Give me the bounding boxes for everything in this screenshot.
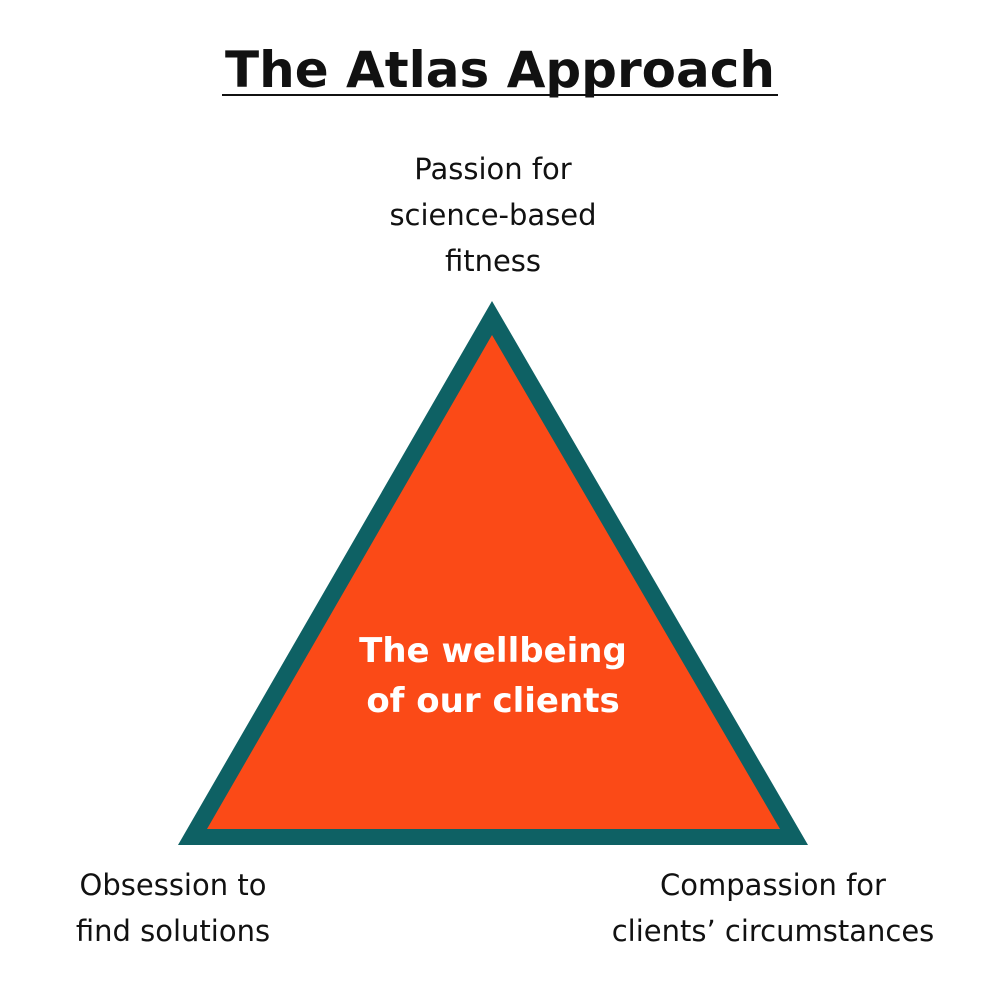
bottom-right-vertex-label: Compassion for clients’ circumstances <box>560 862 986 954</box>
triangle-fill <box>207 335 780 829</box>
top-label-line-1: Passion for <box>414 152 572 186</box>
bottom-left-label-line-2: find solutions <box>75 914 271 948</box>
bottom-left-vertex-label: Obsession to find solutions <box>20 862 326 954</box>
top-label-line-2: science-based <box>389 198 597 232</box>
bottom-left-label-line-1: Obsession to <box>79 868 267 902</box>
page-title: The Atlas Approach <box>225 41 775 99</box>
top-label-line-3: fitness <box>444 244 542 278</box>
title-underline <box>222 94 778 96</box>
top-vertex-label: Passion for science-based fitness <box>300 146 686 284</box>
bottom-right-label-line-1: Compassion for <box>660 868 886 902</box>
triangle-center-text: The wellbeing of our clients <box>290 626 696 726</box>
center-text-line-2: of our clients <box>366 681 620 721</box>
bottom-right-label-line-2: clients’ circumstances <box>611 914 935 948</box>
center-text-line-1: The wellbeing <box>359 631 627 671</box>
